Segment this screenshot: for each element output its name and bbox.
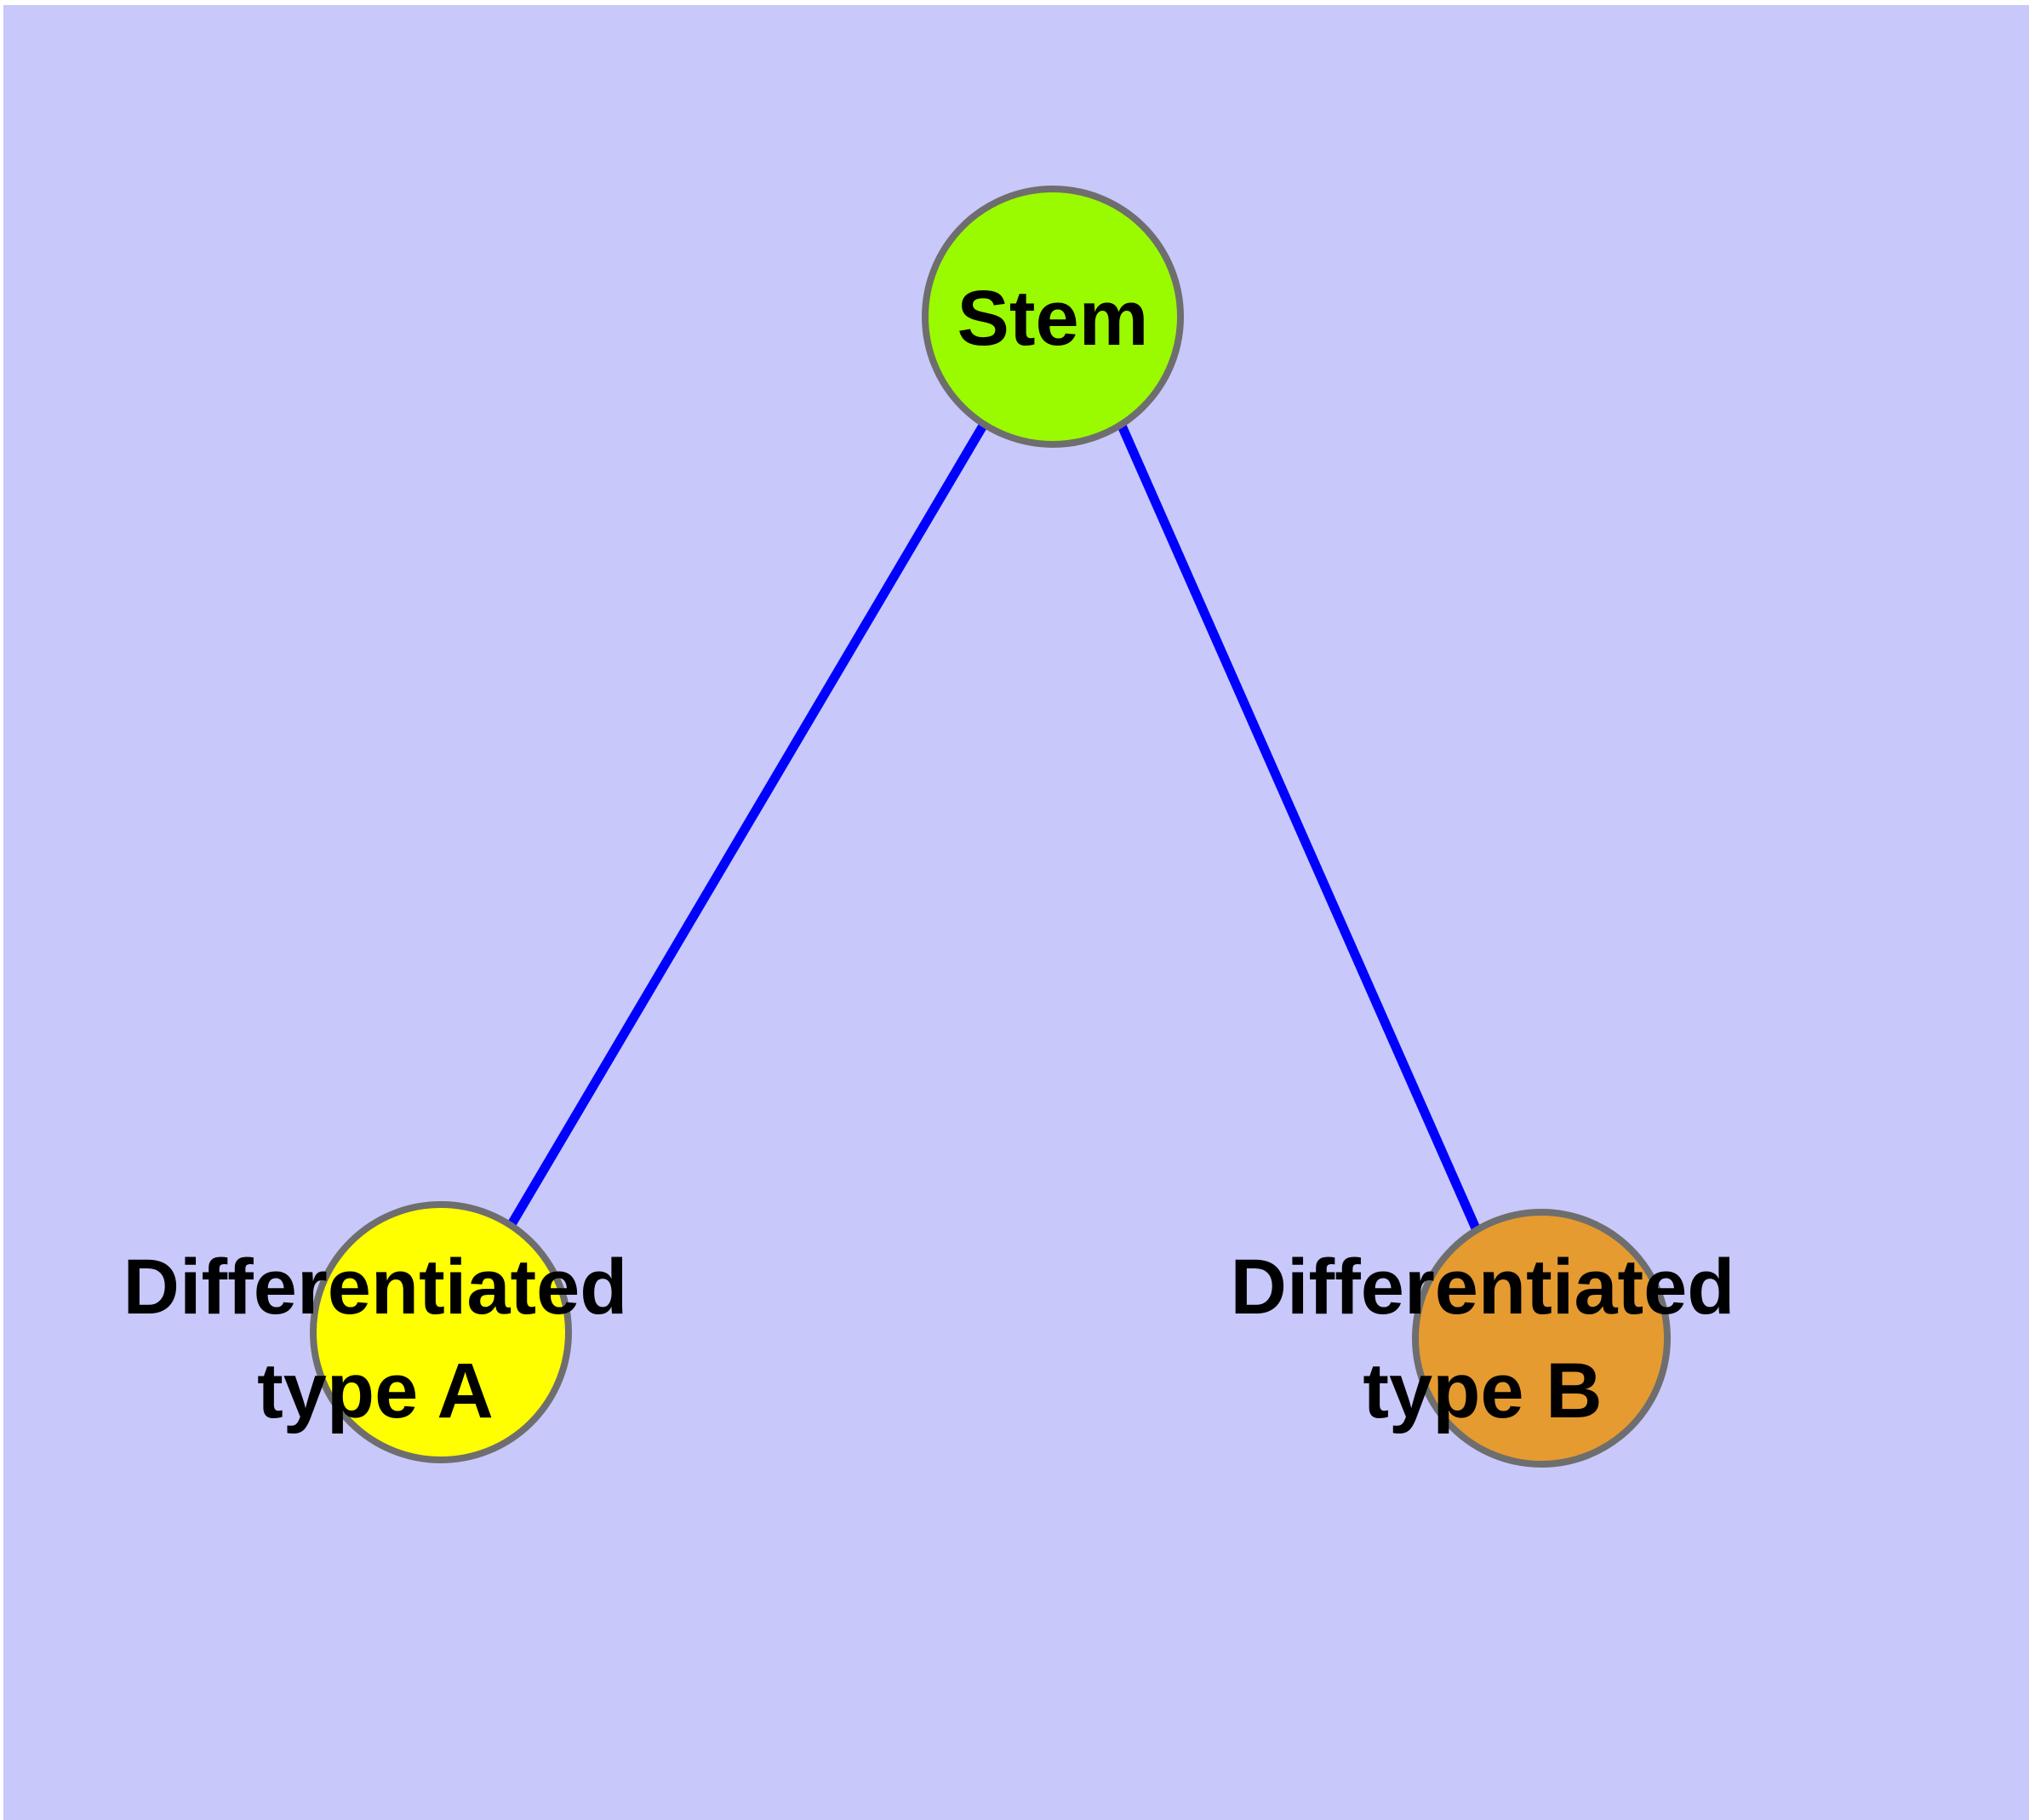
nodes-layer: [310, 186, 1671, 1468]
node-label-differentiated-type-a-line2: type A: [257, 1348, 494, 1434]
node-label-differentiated-type-b-line2: type B: [1363, 1348, 1602, 1434]
node-stem[interactable]: [922, 186, 1184, 448]
edge-stem-to-differentiated-type-a[interactable]: [506, 423, 987, 1228]
node-differentiated-type-a[interactable]: [310, 1201, 572, 1463]
node-label-differentiated-type-b-line1: Differentiated: [1231, 1244, 1735, 1331]
node-label-stem: Stem: [957, 275, 1149, 362]
node-differentiated-type-b[interactable]: [1412, 1209, 1671, 1468]
node-label-differentiated-type-a-line1: Differentiated: [123, 1244, 628, 1331]
edges-layer: [506, 423, 1481, 1231]
edge-stem-to-differentiated-type-b[interactable]: [1117, 423, 1481, 1231]
labels-layer: Stem Differentiated type A Differentiate…: [123, 275, 1735, 1434]
